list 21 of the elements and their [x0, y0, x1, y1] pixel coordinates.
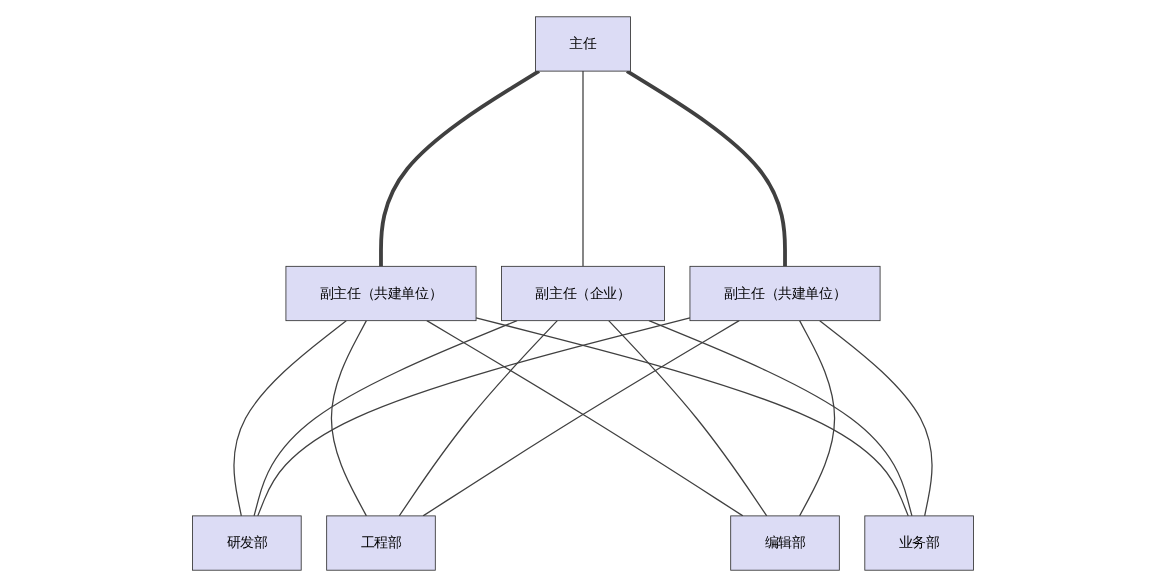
connector [379, 69, 541, 267]
connector [233, 320, 347, 517]
node-box: 业务部 [864, 515, 974, 571]
node-box: 工程部 [326, 515, 436, 571]
node-box: 副主任（企业） [501, 265, 665, 322]
node-box: 编辑部 [730, 515, 840, 571]
connector [819, 320, 933, 517]
connector [625, 69, 787, 267]
node-box: 副主任（共建单位） [285, 265, 477, 322]
connector [330, 320, 368, 517]
connector [475, 317, 909, 517]
connector [257, 317, 691, 517]
connector [648, 320, 913, 517]
connector [582, 70, 584, 267]
connector [398, 320, 558, 517]
node-box: 主任 [535, 16, 631, 72]
connector [798, 320, 836, 517]
node-box: 研发部 [192, 515, 302, 571]
node-box: 副主任（共建单位） [689, 265, 881, 322]
connector [253, 320, 518, 517]
connector [608, 320, 768, 517]
